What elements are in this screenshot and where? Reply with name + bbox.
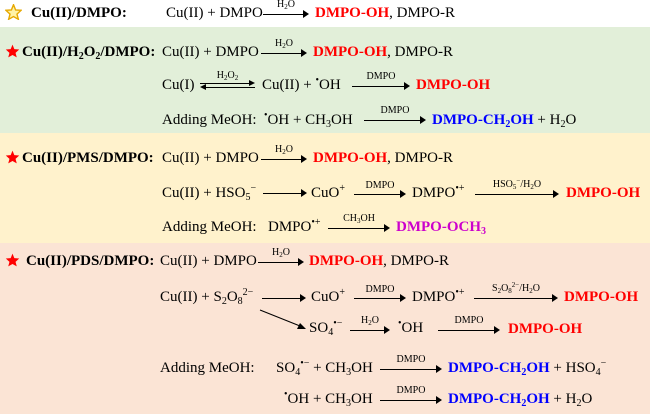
eq4-reactants: •OH + CH3OH	[264, 110, 353, 130]
eq9-arrow-3	[474, 294, 558, 302]
eq7-arrow-label: CH3OH	[343, 213, 375, 225]
eq8-products: DMPO-OH, DMPO-R	[309, 253, 450, 269]
eq4-adding-meoh: Adding MeOH:	[162, 112, 257, 128]
eq8-arrow-label: H2O	[272, 247, 290, 259]
eq9-reactants: Cu(II) + S2O82−	[160, 287, 254, 307]
band-h2o2	[0, 27, 650, 133]
eq3-reactant: Cu(I)	[162, 77, 195, 93]
eq5-arrow	[261, 155, 307, 163]
eq6-product-dmpo-oh: DMPO-OH	[566, 185, 641, 201]
band-pms	[0, 133, 650, 243]
eq2-reactants: Cu(II) + DMPO	[162, 44, 259, 60]
eq6-arrow-1	[263, 189, 307, 197]
eq3-product-dmpo-oh: DMPO-OH	[416, 77, 491, 93]
eq9-dmpo-radical: DMPO•+	[412, 287, 465, 305]
eq12-arrow-label: DMPO	[396, 385, 426, 396]
eq3-equilibrium-arrow	[200, 80, 255, 90]
heading-cu-pds-dmpo: Cu(II)/PDS/DMPO:	[26, 253, 155, 269]
eq12-arrow	[380, 396, 442, 404]
eq6-arrow-2-label: DMPO	[365, 180, 395, 191]
heading-cu-dmpo: Cu(II)/DMPO:	[31, 5, 127, 21]
heading-cu-pms-dmpo: Cu(II)/PMS/DMPO:	[22, 150, 154, 166]
eq10-arrow-1	[350, 326, 390, 334]
eq9-cuo: CuO+	[311, 287, 345, 305]
eq4-arrow	[364, 116, 426, 124]
eq11-arrow-label: DMPO	[396, 354, 426, 365]
eq5-reactants: Cu(II) + DMPO	[162, 150, 259, 166]
eq1-reactants: Cu(II) + DMPO	[166, 5, 263, 21]
eq6-arrow-3	[475, 190, 559, 198]
eq10-arrow-2-label: DMPO	[454, 315, 484, 326]
eq9-arrow-2-label: DMPO	[365, 284, 395, 295]
eq6-reactants: Cu(II) + HSO5−	[162, 183, 257, 203]
eq9-arrow-1	[262, 294, 306, 302]
eq2-products: DMPO-OH, DMPO-R	[313, 44, 454, 60]
star-solid-icon	[5, 44, 20, 58]
eq10-arrow-2	[438, 326, 500, 334]
eq2-arrow-label: H2O	[275, 38, 293, 50]
eq11-reactants: SO4•− + CH3OH	[276, 358, 373, 378]
eq8-arrow	[258, 258, 304, 266]
eq3-arrow-label: H2O2	[216, 70, 239, 82]
star-outline-icon	[5, 4, 22, 20]
eq1-arrow	[263, 10, 309, 18]
eq10-product-dmpo-oh: DMPO-OH	[508, 321, 583, 337]
eq10-arrow-1-label: H2O	[361, 315, 379, 327]
eq4-arrow-label: DMPO	[380, 105, 410, 116]
eq12-products: DMPO-CH2OH + H2O	[448, 391, 593, 409]
eq9-product-dmpo-oh: DMPO-OH	[564, 289, 639, 305]
eq7-reactant: DMPO•+	[268, 217, 321, 235]
band-pds	[0, 243, 650, 414]
eq7-product-dmpo-och3: DMPO-OCH3	[396, 219, 486, 237]
eq10-diagonal-arrow	[259, 309, 306, 329]
eq3-products: Cu(II) + •OH	[262, 75, 341, 93]
eq11-adding-meoh: Adding MeOH:	[160, 360, 255, 376]
eq10-so4-radical: SO4•−	[309, 318, 343, 338]
eq4-products: DMPO-CH2OH + H2O	[432, 112, 577, 130]
eq11-products: DMPO-CH2OH + HSO4−	[448, 358, 607, 378]
eq7-arrow	[328, 224, 390, 232]
eq6-arrow-3-label: HSO5−/H2O	[492, 177, 542, 191]
eq9-arrow-3-label: S2O82−/H2O	[492, 281, 540, 295]
eq5-products: DMPO-OH, DMPO-R	[313, 150, 454, 166]
eq7-adding-meoh: Adding MeOH:	[162, 219, 257, 235]
star-solid-icon	[5, 253, 20, 267]
eq5-arrow-label: H2O	[275, 144, 293, 156]
eq6-dmpo-radical: DMPO•+	[412, 183, 465, 201]
eq1-arrow-label: H2O	[277, 0, 295, 11]
eq3b-arrow-label: DMPO	[366, 71, 396, 82]
eq6-cuo: CuO+	[311, 183, 345, 201]
star-solid-icon	[5, 150, 20, 164]
eq6-arrow-2	[354, 190, 406, 198]
eq2-arrow	[261, 49, 307, 57]
eq9-arrow-2	[354, 294, 406, 302]
eq12-reactants: •OH + CH3OH	[284, 389, 373, 409]
eq8-reactants: Cu(II) + DMPO	[160, 253, 257, 269]
eq10-oh-radical: •OH	[398, 318, 424, 336]
heading-cu-h2o2-dmpo: Cu(II)/H2O2/DMPO:	[22, 44, 156, 62]
eq3b-arrow	[352, 82, 410, 90]
eq1-products: DMPO-OH, DMPO-R	[315, 5, 456, 21]
eq11-arrow	[380, 365, 442, 373]
